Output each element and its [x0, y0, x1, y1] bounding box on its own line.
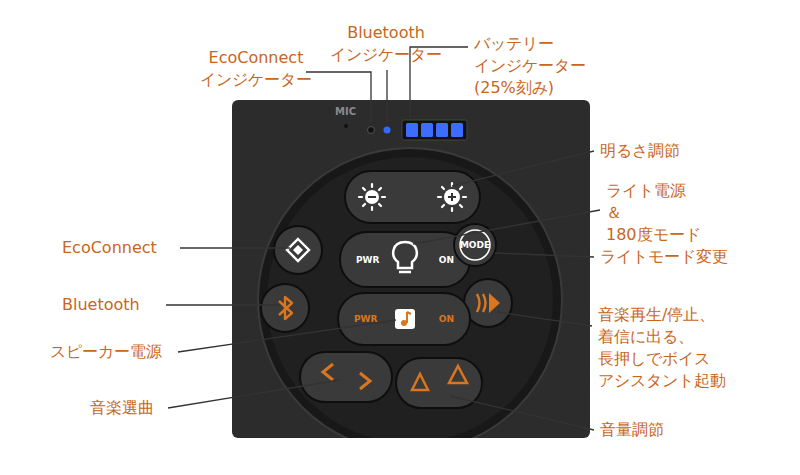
bulb-icon [393, 242, 416, 268]
callout-label: 音量調節 [600, 419, 664, 441]
music-note-tile [395, 309, 415, 329]
bluetooth-button [261, 284, 309, 332]
callout-label: ライト電源＆ 180度モード [606, 180, 701, 246]
leader-line [168, 380, 340, 408]
button-label: MODE [460, 240, 490, 250]
callout-label: 音楽再生/停止、 着信に出る、 長押しでボイス アシスタント起動 [598, 304, 726, 392]
mode-button: MODE [454, 224, 496, 266]
leader-line [306, 72, 371, 123]
leader-line [386, 70, 387, 123]
callout-label: EcoConnect インジケーター [200, 47, 312, 91]
leader-line [413, 210, 600, 244]
play-button [464, 279, 512, 327]
bulb-base [399, 271, 411, 274]
callout-label: Bluetooth インジケーター [330, 22, 442, 66]
callout-label: ライトモード変更 [600, 246, 728, 268]
sun-minus-core [365, 190, 379, 204]
callout-label: Bluetooth [62, 294, 140, 316]
button-label: PWR [354, 314, 377, 324]
volume-down-icon [412, 374, 428, 390]
callout-label: 明るさ調節 [600, 140, 680, 162]
device-panel: MIC PWR ON MODE PWR ON [232, 100, 590, 438]
callout-label: バッテリー インジケーター(25%刻み) [474, 33, 586, 99]
callout-label: EcoConnect [62, 237, 157, 259]
next-chevron [360, 373, 370, 389]
battery-bar [451, 123, 463, 137]
play-icon [489, 293, 500, 313]
brightness-button [345, 171, 480, 223]
music-note [401, 320, 407, 326]
sun-minus-icon [359, 184, 385, 210]
bluetooth-icon [279, 297, 292, 319]
button-label: ON [439, 255, 454, 265]
callout-label: 音楽選曲 [90, 397, 154, 419]
leader-line [178, 320, 396, 352]
play-icon [477, 294, 480, 312]
light-power-button [340, 232, 470, 287]
ecoconnect-icon-core [293, 245, 303, 255]
track-button [300, 352, 392, 402]
control-ring [258, 148, 562, 438]
leader-line [497, 312, 592, 326]
light-power-button: PWR ON [340, 232, 470, 287]
mic-hole [344, 124, 348, 128]
bluetooth-led [384, 127, 391, 134]
ecoconnect-led [368, 127, 375, 134]
mic-label: MIC [335, 106, 356, 117]
battery-bar [436, 123, 448, 137]
volume-up-icon [449, 366, 467, 383]
leader-line [450, 396, 594, 430]
battery-frame [402, 120, 467, 140]
leader-line [180, 247, 290, 248]
callout-label: スピーカー電源 [50, 341, 162, 363]
sun-plus-icon [438, 183, 466, 211]
ecoconnect-icon [287, 239, 309, 261]
speaker-power-button [338, 293, 470, 345]
prev-chevron [323, 364, 333, 380]
leader-line [166, 304, 280, 305]
leader-lines [166, 47, 600, 430]
control-ring-inner [267, 157, 553, 438]
button-label: ON [439, 314, 454, 324]
speaker-power-button: PWR ON [338, 293, 470, 345]
music-note [407, 312, 411, 323]
leader-line [495, 253, 594, 257]
sun-plus-core [444, 189, 460, 205]
plus-sign [451, 193, 453, 201]
leader-line [452, 151, 594, 186]
battery-bar [406, 123, 418, 137]
minus-sign [368, 196, 376, 198]
battery-bar [421, 123, 433, 137]
play-icon [483, 294, 486, 312]
button-label: PWR [356, 255, 379, 265]
ecoconnect-button [274, 226, 322, 274]
